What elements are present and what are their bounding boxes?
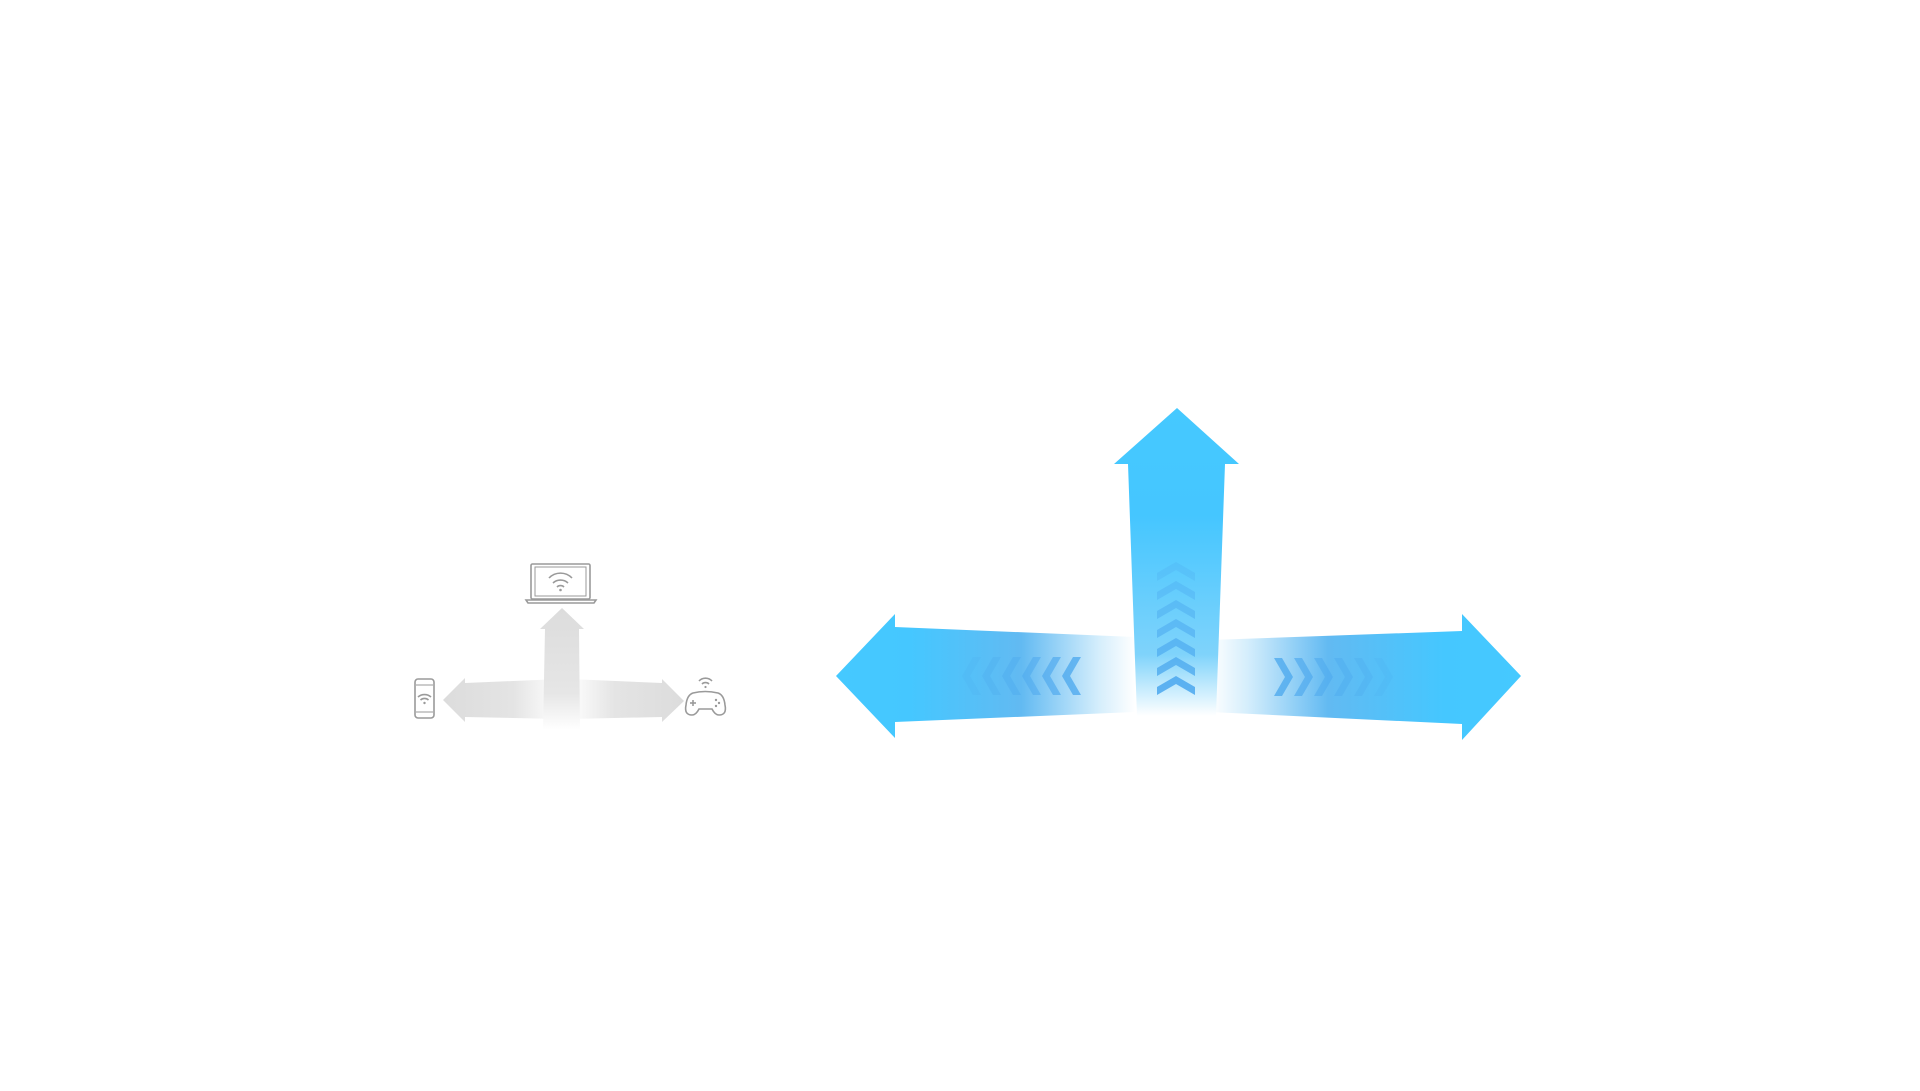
chevron-up — [1157, 581, 1195, 600]
chevron-up — [1157, 600, 1195, 619]
blue-arrow-right — [1210, 614, 1521, 740]
blue-arrow-up — [1114, 408, 1239, 716]
chevron-up — [1157, 562, 1195, 581]
chevron-left — [982, 657, 1001, 695]
chevron-right — [1374, 658, 1393, 696]
chevron-left — [1022, 657, 1041, 695]
phone-wifi-icon — [414, 678, 435, 719]
chevron-left — [1062, 657, 1081, 695]
legacy-arrow-right — [569, 679, 684, 722]
chevrons-right — [1274, 658, 1393, 696]
mu-mimo-diagram — [836, 408, 1521, 740]
chevron-right — [1354, 658, 1373, 696]
chevrons-left — [962, 657, 1081, 695]
chevron-left — [1042, 657, 1061, 695]
chevron-right — [1294, 658, 1313, 696]
chevrons-up — [1157, 562, 1195, 695]
chevron-right — [1334, 658, 1353, 696]
legacy-diagram — [414, 563, 727, 730]
chevron-left — [1002, 657, 1021, 695]
chevron-up — [1157, 619, 1195, 638]
laptop-wifi-icon — [524, 563, 598, 604]
gamepad-wifi-icon — [684, 677, 727, 716]
chevron-up — [1157, 676, 1195, 695]
legacy-arrow-up — [540, 608, 584, 730]
chevron-up — [1157, 638, 1195, 657]
chevron-right — [1274, 658, 1293, 696]
blue-arrow-left — [836, 614, 1135, 738]
chevron-left — [962, 657, 981, 695]
chevron-up — [1157, 657, 1195, 676]
legacy-arrow-left — [443, 678, 560, 722]
chevron-right — [1314, 658, 1333, 696]
